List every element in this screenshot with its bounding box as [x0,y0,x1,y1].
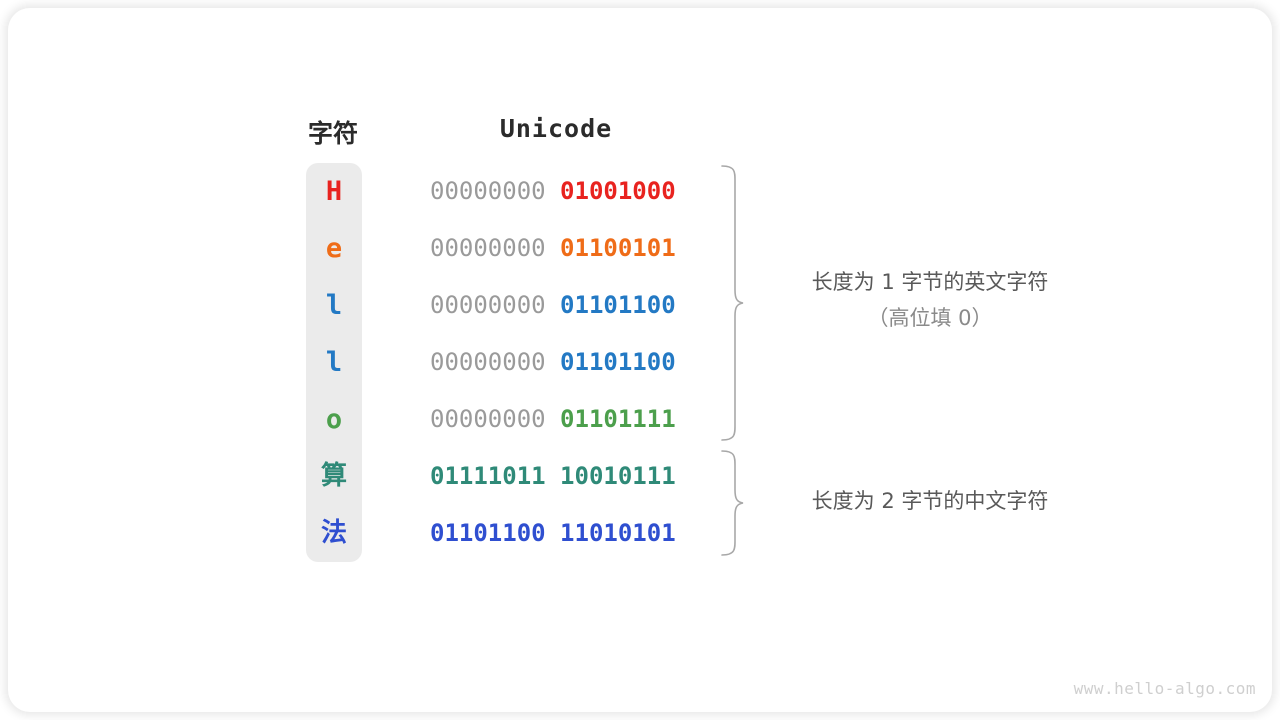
row-unicode-bits: 00000000 01101111 [430,391,676,448]
annotation-two-byte-main: 长度为 2 字节的中文字符 [811,489,1049,513]
table-row: l 00000000 01101100 [0,334,1280,391]
column-header-character: 字符 [307,120,358,148]
row-low-byte: 01101100 [560,291,676,319]
row-low-byte: 01101111 [560,405,676,433]
table-row: 法 01101100 11010101 [0,505,1280,562]
row-character: o [325,404,343,435]
figure-card [8,8,1272,712]
character-column-background [306,163,362,562]
row-high-byte: 00000000 [430,405,546,433]
row-character: l [325,347,343,378]
column-header-unicode: Unicode [499,114,613,143]
row-high-byte: 01101100 [430,519,546,547]
row-character: 法 [320,518,347,548]
row-unicode-bits: 00000000 01101100 [430,277,676,334]
row-unicode-bits: 00000000 01100101 [430,220,676,277]
row-unicode-bits: 00000000 01101100 [430,334,676,391]
row-high-byte: 00000000 [430,348,546,376]
row-character: 算 [320,461,347,491]
byte-separator [546,348,560,376]
row-character: l [325,290,343,321]
row-unicode-bits: 00000000 01001000 [430,163,676,220]
row-low-byte: 01001000 [560,177,676,205]
row-low-byte: 11010101 [560,519,676,547]
table-row: l 00000000 01101100 [0,277,1280,334]
row-unicode-bits: 01111011 10010111 [430,448,676,505]
row-low-byte: 01100101 [560,234,676,262]
byte-separator [546,462,560,490]
table-row: 算 01111011 10010111 [0,448,1280,505]
row-high-byte: 00000000 [430,177,546,205]
row-high-byte: 00000000 [430,234,546,262]
table-row: e 00000000 01100101 [0,220,1280,277]
annotation-two-byte: 长度为 2 字节的中文字符 [760,483,1100,519]
row-character: e [325,233,343,264]
row-high-byte: 00000000 [430,291,546,319]
table-row: H 00000000 01001000 [0,163,1280,220]
row-low-byte: 01101100 [560,348,676,376]
byte-separator [546,177,560,205]
row-unicode-bits: 01101100 11010101 [430,505,676,562]
byte-separator [546,291,560,319]
byte-separator [546,519,560,547]
annotation-one-byte-sub: （高位填 0） [867,306,993,330]
row-low-byte: 10010111 [560,462,676,490]
site-watermark: www.hello-algo.com [1073,679,1256,698]
annotation-one-byte: 长度为 1 字节的英文字符 （高位填 0） [760,264,1100,336]
row-character: H [325,176,343,207]
byte-separator [546,234,560,262]
table-row: o 00000000 01101111 [0,391,1280,448]
row-high-byte: 01111011 [430,462,546,490]
byte-separator [546,405,560,433]
annotation-one-byte-main: 长度为 1 字节的英文字符 [811,270,1049,294]
